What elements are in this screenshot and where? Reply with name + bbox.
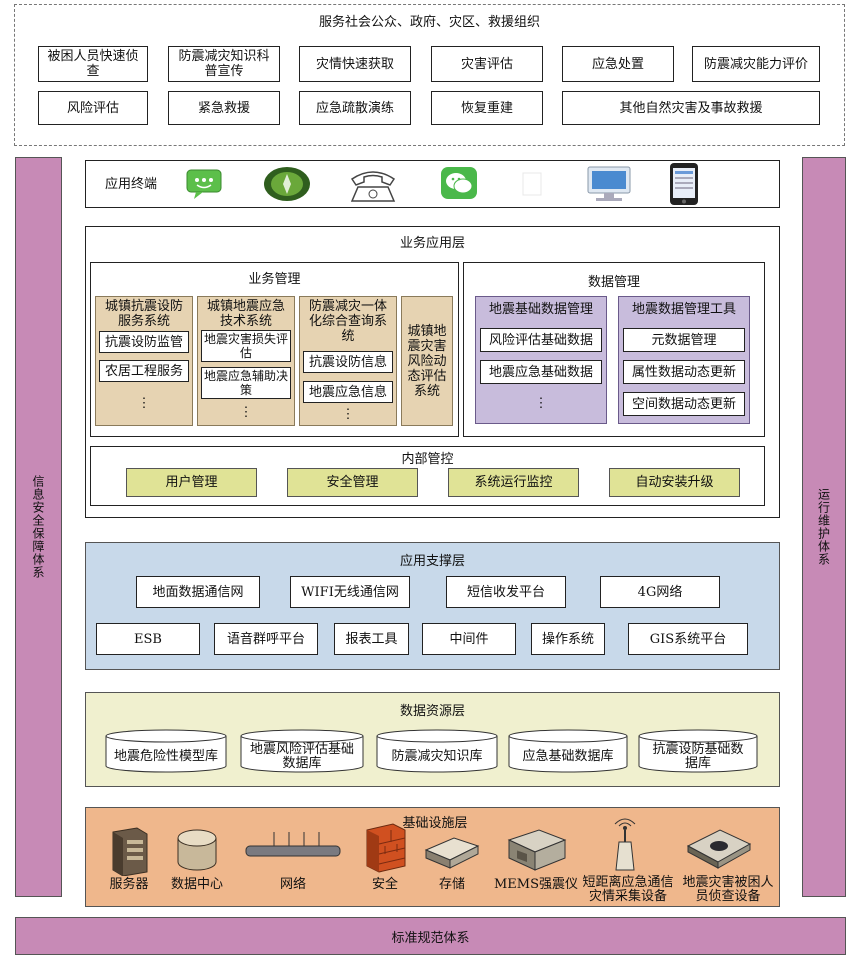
operation-maintenance-bar: 运行维护体系 bbox=[802, 157, 846, 897]
biz-system-title: 防震减灾一体化综合查询系统 bbox=[308, 298, 387, 344]
biz-system-item: 抗震设防信息 bbox=[303, 351, 393, 373]
infra-layer-title: 基础设施层 bbox=[402, 815, 468, 831]
data-system-item: 地震应急基础数据 bbox=[480, 360, 602, 384]
support-item: ESB bbox=[96, 623, 200, 655]
data-system-item: 空间数据动态更新 bbox=[623, 392, 745, 416]
data-system-item: 风险评估基础数据 bbox=[480, 328, 602, 352]
service-item: 应急疏散演练 bbox=[299, 91, 411, 125]
infra-label: 数据中心 bbox=[170, 877, 223, 892]
biz-system-card: 城镇地震灾害风险动态评估系统 bbox=[401, 296, 453, 426]
biz-system-more: ⋮ bbox=[341, 406, 355, 422]
server-icon bbox=[107, 826, 151, 877]
database-label: 抗震设防基础数据库 bbox=[652, 741, 744, 771]
data-system-title: 地震数据管理工具 bbox=[631, 301, 736, 317]
telephone-icon bbox=[346, 165, 400, 203]
database-cylinder: 抗震设防基础数据库 bbox=[638, 728, 758, 773]
database-cylinder: 应急基础数据库 bbox=[508, 728, 628, 773]
support-layer-title: 应用支撑层 bbox=[399, 553, 465, 569]
support-item: 报表工具 bbox=[334, 623, 409, 655]
biz-system-more: ⋮ bbox=[239, 404, 253, 420]
database-label: 防震减灾知识库 bbox=[391, 748, 483, 764]
service-item: 其他自然灾害及事故救援 bbox=[562, 91, 820, 125]
support-item: 语音群呼平台 bbox=[214, 623, 318, 655]
internal-control-item: 自动安装升级 bbox=[609, 468, 740, 497]
resource-layer-title: 数据资源层 bbox=[399, 703, 465, 719]
infra-label: MEMS强震仪 bbox=[493, 877, 579, 892]
database-cylinder: 防震减灾知识库 bbox=[376, 728, 498, 773]
internal-control-item: 安全管理 bbox=[287, 468, 418, 497]
internal-control-item: 用户管理 bbox=[126, 468, 257, 497]
data-system-item: 属性数据动态更新 bbox=[623, 360, 745, 384]
support-item: 4G网络 bbox=[600, 576, 720, 608]
database-cylinder: 地震危险性模型库 bbox=[105, 728, 227, 773]
service-item: 防震减灾能力评价 bbox=[692, 46, 820, 82]
blank-icon bbox=[520, 170, 544, 198]
biz-system-item: 抗震设防监管 bbox=[99, 331, 189, 353]
support-item: WIFI无线通信网 bbox=[290, 576, 410, 608]
support-item: 短信收发平台 bbox=[446, 576, 566, 608]
antenna-icon bbox=[610, 814, 640, 874]
infra-label: 网络 bbox=[279, 877, 306, 892]
infra-label: 存储 bbox=[438, 877, 465, 892]
operation-maintenance-label: 运行维护体系 bbox=[816, 488, 831, 566]
network-switch-icon bbox=[244, 828, 342, 872]
internal-control-title: 内部管控 bbox=[401, 451, 454, 467]
terminal-label: 应用终端 bbox=[104, 176, 157, 192]
service-title: 服务社会公众、政府、灾区、救援组织 bbox=[318, 14, 540, 30]
business-layer-title: 业务应用层 bbox=[399, 235, 465, 251]
service-item: 灾情快速获取 bbox=[299, 46, 411, 82]
internal-control-item: 系统运行监控 bbox=[448, 468, 579, 497]
seismograph-icon bbox=[505, 826, 569, 874]
data-mgmt-title: 数据管理 bbox=[587, 274, 640, 290]
standards-bar: 标准规范体系 bbox=[15, 917, 846, 955]
data-center-icon bbox=[176, 828, 218, 872]
storage-icon bbox=[424, 832, 480, 872]
infra-label: 服务器 bbox=[109, 877, 149, 892]
service-item: 灾害评估 bbox=[431, 46, 543, 82]
biz-system-title: 城镇抗震设防服务系统 bbox=[104, 299, 183, 329]
support-item: 中间件 bbox=[422, 623, 516, 655]
biz-system-item: 地震灾害损失评估 bbox=[201, 330, 291, 362]
info-security-bar: 信息安全保障体系 bbox=[15, 157, 62, 897]
service-item: 恢复重建 bbox=[431, 91, 543, 125]
detector-icon bbox=[686, 824, 752, 870]
wechat-icon bbox=[440, 166, 478, 200]
firewall-icon bbox=[363, 822, 407, 874]
database-cylinder: 地震风险评估基础数据库 bbox=[240, 728, 364, 773]
computer-icon bbox=[586, 165, 632, 203]
data-system-more: ⋮ bbox=[534, 395, 548, 411]
service-section bbox=[14, 4, 845, 146]
data-system-item: 元数据管理 bbox=[623, 328, 745, 352]
support-item: GIS系统平台 bbox=[628, 623, 748, 655]
biz-system-title: 城镇地震应急技术系统 bbox=[206, 299, 285, 329]
service-item: 应急处置 bbox=[562, 46, 674, 82]
info-security-label: 信息安全保障体系 bbox=[31, 475, 45, 579]
biz-mgmt-title: 业务管理 bbox=[248, 271, 301, 287]
biz-system-item: 农居工程服务 bbox=[99, 360, 189, 382]
service-item: 风险评估 bbox=[38, 91, 148, 125]
biz-system-item: 地震应急信息 bbox=[303, 381, 393, 403]
biz-system-more: ⋮ bbox=[137, 395, 151, 411]
biz-system-item: 地震应急辅助决策 bbox=[201, 367, 291, 399]
database-label: 地震危险性模型库 bbox=[113, 748, 218, 764]
smartphone-icon bbox=[669, 162, 699, 206]
service-item: 被困人员快速侦查 bbox=[38, 46, 148, 82]
service-item: 紧急救援 bbox=[168, 91, 280, 125]
support-item: 地面数据通信网 bbox=[136, 576, 260, 608]
infra-label: 地震灾害被困人员侦查设备 bbox=[682, 875, 774, 904]
infra-label: 短距离应急通信灾情采集设备 bbox=[582, 875, 674, 904]
database-label: 应急基础数据库 bbox=[522, 748, 614, 764]
support-item: 操作系统 bbox=[531, 623, 605, 655]
database-label: 地震风险评估基础数据库 bbox=[249, 741, 354, 771]
data-system-title: 地震基础数据管理 bbox=[488, 301, 593, 317]
sms-icon bbox=[186, 168, 222, 200]
infra-label: 安全 bbox=[371, 877, 398, 892]
service-item: 防震减灾知识科普宣传 bbox=[168, 46, 280, 82]
gps-device-icon bbox=[263, 165, 311, 203]
